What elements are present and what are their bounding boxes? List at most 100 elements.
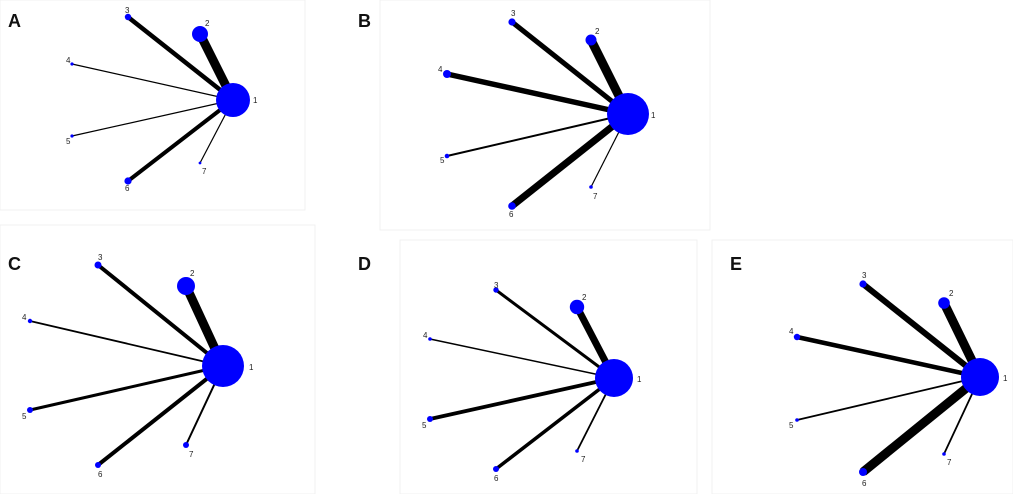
node-4 [70,62,74,66]
node-label-4: 4 [66,56,71,65]
panel-letter-c: C [8,254,21,274]
node-label-4: 4 [438,65,443,74]
node-6 [859,468,867,476]
edge-1-4 [429,338,615,379]
network-panel-e: 1 2 3 4 5 6 7 E [711,239,1013,494]
edge-1-6 [860,373,983,476]
node-label-7: 7 [581,455,586,464]
node-label-7: 7 [202,167,207,176]
panel-b-background [379,0,711,231]
node-label-6: 6 [494,474,499,483]
node-label-7: 7 [593,192,598,201]
node-label-1: 1 [253,96,258,105]
node-label-7: 7 [947,458,952,467]
node-label-6: 6 [509,210,514,219]
node-4 [428,337,432,341]
node-3 [124,13,132,21]
panel-letter-a: A [8,11,21,31]
node-label-1: 1 [637,375,642,384]
node-label-6: 6 [862,479,867,488]
node-7 [942,452,946,456]
node-label-3: 3 [511,9,516,18]
node-6 [508,202,516,210]
edge-1-6 [96,364,225,467]
node-label-5: 5 [66,137,71,146]
node-label-5: 5 [422,421,427,430]
edge-1-4 [796,334,981,380]
node-2 [192,26,208,42]
node-label-3: 3 [125,6,130,15]
edge-1-4 [446,71,629,117]
panel-letter-e: E [730,254,742,274]
node-label-2: 2 [949,289,954,298]
node-label-2: 2 [595,27,600,36]
node-1 [595,359,633,397]
edge-1-5 [446,113,629,157]
edge-1-3 [510,20,630,116]
edge-1-5 [71,99,234,137]
node-4 [27,318,33,324]
node-label-2: 2 [190,269,195,278]
node-5 [27,407,33,413]
node-label-4: 4 [423,331,428,340]
node-1 [202,345,244,387]
panel-a-background [0,0,306,211]
node-label-2: 2 [582,293,587,302]
node-label-4: 4 [789,327,794,336]
node-7 [575,449,579,453]
node-3 [508,18,516,26]
node-label-3: 3 [98,253,103,262]
edge-1-3 [495,288,615,380]
edge-1-4 [29,320,224,367]
edge-1-3 [96,263,225,368]
node-label-5: 5 [789,421,794,430]
node-7 [183,442,189,448]
node-6 [95,462,101,468]
node-7 [589,185,593,189]
node-7 [198,161,202,165]
node-2 [569,299,585,315]
node-label-3: 3 [494,281,499,290]
node-6 [493,466,499,472]
node-label-4: 4 [22,313,27,322]
edge-1-5 [29,364,224,412]
node-label-3: 3 [862,271,867,280]
panel-d-background [399,239,698,494]
panel-letter-b: B [358,11,371,31]
node-4 [793,333,801,341]
node-label-1: 1 [651,111,656,120]
network-panel-b: 1 2 3 4 5 6 7 B [358,0,711,231]
node-2 [177,277,195,295]
panel-letter-d: D [358,254,371,274]
node-6 [124,177,132,185]
network-panel-d: 1 2 3 4 5 6 7 D [358,239,698,494]
node-label-7: 7 [189,450,194,459]
node-2 [938,297,950,309]
edge-1-3 [861,281,982,380]
node-1 [216,83,250,117]
node-3 [493,287,499,293]
edge-1-6 [509,111,631,209]
edge-1-6 [494,376,616,471]
edge-1-4 [71,63,234,101]
node-5 [427,416,433,422]
panel-c-background [0,224,316,494]
node-5 [795,418,799,422]
node-5 [70,134,74,138]
node-label-1: 1 [249,363,254,372]
node-3 [94,261,102,269]
node-label-6: 6 [98,470,103,479]
node-3 [859,280,867,288]
network-panel-c: 1 2 3 4 5 6 7 C [0,224,316,494]
edge-1-3 [126,15,235,102]
node-4 [443,70,451,78]
node-label-5: 5 [22,412,27,421]
node-label-5: 5 [440,156,445,165]
node-1 [961,358,999,396]
node-5 [444,153,450,159]
edge-1-5 [429,376,615,421]
edge-1-6 [126,98,235,183]
node-label-1: 1 [1003,374,1008,383]
